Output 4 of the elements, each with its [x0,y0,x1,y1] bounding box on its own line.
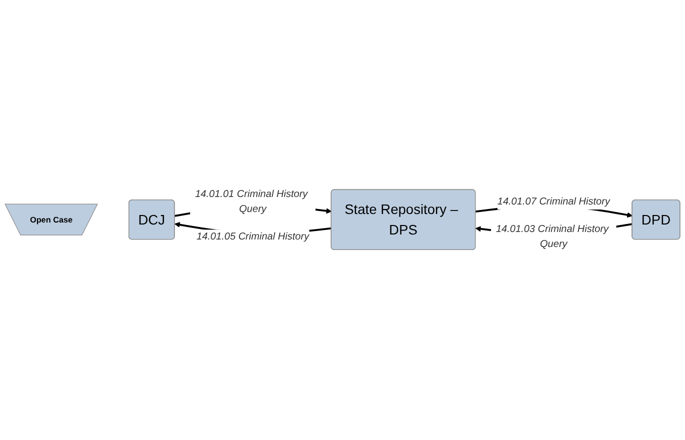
edge-label: 14.01.01 Criminal History Query [195,189,308,215]
edge-label: 14.01.05 Criminal History [196,232,310,243]
edge-label: 14.01.07 Criminal History [497,196,610,208]
edge-label: 14.01.03 Criminal History Query [496,224,609,250]
